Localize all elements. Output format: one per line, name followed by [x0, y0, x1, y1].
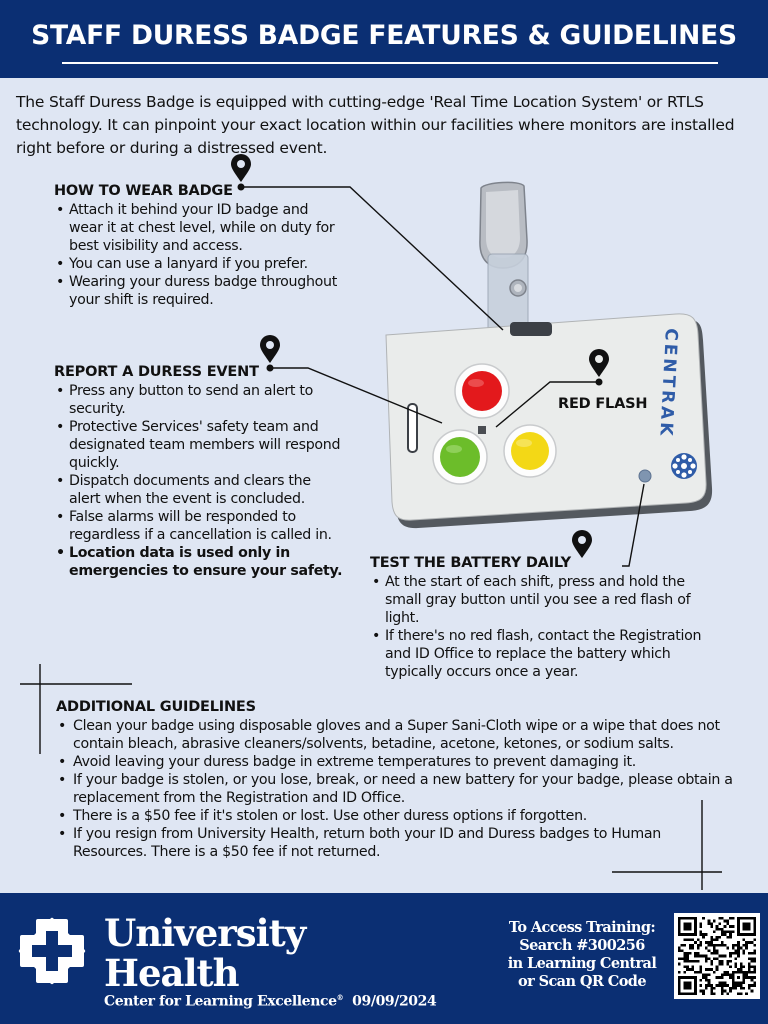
list-item: Wearing your duress badge throughout you… — [54, 273, 344, 309]
additional-guidelines-title: ADDITIONAL GUIDELINES — [56, 699, 256, 715]
duress-badge: CENTRAK — [385, 313, 713, 529]
qr-code-pattern — [678, 917, 756, 995]
title-underline — [62, 62, 718, 64]
list-item: At the start of each shift, press and ho… — [370, 573, 715, 627]
report-duress-section: REPORT A DURESS EVENT Press any button t… — [54, 363, 344, 580]
how-to-wear-section: HOW TO WEAR BADGE Attach it behind your … — [54, 182, 344, 309]
list-item: False alarms will be responded to regard… — [54, 508, 344, 544]
access-line: in Learning Central — [507, 955, 657, 972]
footer-date: 09/09/2024 — [352, 993, 437, 1010]
location-pin-icon — [589, 349, 609, 386]
brand-line-2: Health — [104, 951, 240, 995]
badge-brand-text: CENTRAK — [655, 328, 681, 439]
list-item: Location data is used only in emergencie… — [54, 544, 344, 580]
footer-banner: University Health Center for Learning Ex… — [0, 893, 768, 1024]
list-item: Dispatch documents and clears the alert … — [54, 472, 344, 508]
list-item: If there's no red flash, contact the Reg… — [370, 627, 715, 681]
red-flash-label: RED FLASH — [558, 396, 648, 412]
header-banner: STAFF DURESS BADGE FEATURES & GUIDELINES — [0, 0, 768, 78]
additional-guidelines-section: ADDITIONAL GUIDELINES Clean your badge u… — [56, 698, 736, 861]
list-item: Press any button to send an alert to sec… — [54, 382, 344, 418]
qr-code-icon[interactable] — [674, 913, 760, 999]
brand-subtitle-text: Center for Learning Excellence — [104, 993, 337, 1010]
intro-paragraph: The Staff Duress Badge is equipped with … — [16, 93, 735, 157]
badge-clip — [479, 181, 529, 335]
how-to-wear-title: HOW TO WEAR BADGE — [54, 183, 233, 199]
list-item: Clean your badge using disposable gloves… — [56, 717, 736, 753]
list-item: Avoid leaving your duress badge in extre… — [56, 753, 736, 771]
list-item: If your badge is stolen, or you lose, br… — [56, 771, 736, 807]
list-item: Protective Services' safety team and des… — [54, 418, 344, 472]
list-item: Attach it behind your ID badge and wear … — [54, 201, 344, 255]
test-battery-section: TEST THE BATTERY DAILY At the start of e… — [370, 554, 715, 681]
list-item: If you resign from University Health, re… — [56, 825, 736, 861]
test-battery-title: TEST THE BATTERY DAILY — [370, 555, 571, 571]
access-line: To Access Training: — [508, 919, 656, 936]
page-title: STAFF DURESS BADGE FEATURES & GUIDELINES — [31, 20, 737, 51]
access-line: or Scan QR Code — [518, 973, 647, 990]
university-health-logo-icon — [18, 917, 86, 985]
report-duress-title: REPORT A DURESS EVENT — [54, 364, 259, 380]
brand-line-1: University — [104, 911, 306, 955]
list-item: There is a $50 fee if it's stolen or los… — [56, 807, 736, 825]
training-access-text: To Access Training: Search #300256 in Le… — [492, 919, 672, 991]
registered-mark: ® — [336, 993, 344, 1002]
brand-subtitle: Center for Learning Excellence® 09/09/20… — [104, 993, 437, 1010]
access-line: Search #300256 — [519, 937, 645, 954]
list-item: You can use a lanyard if you prefer. — [54, 255, 344, 273]
